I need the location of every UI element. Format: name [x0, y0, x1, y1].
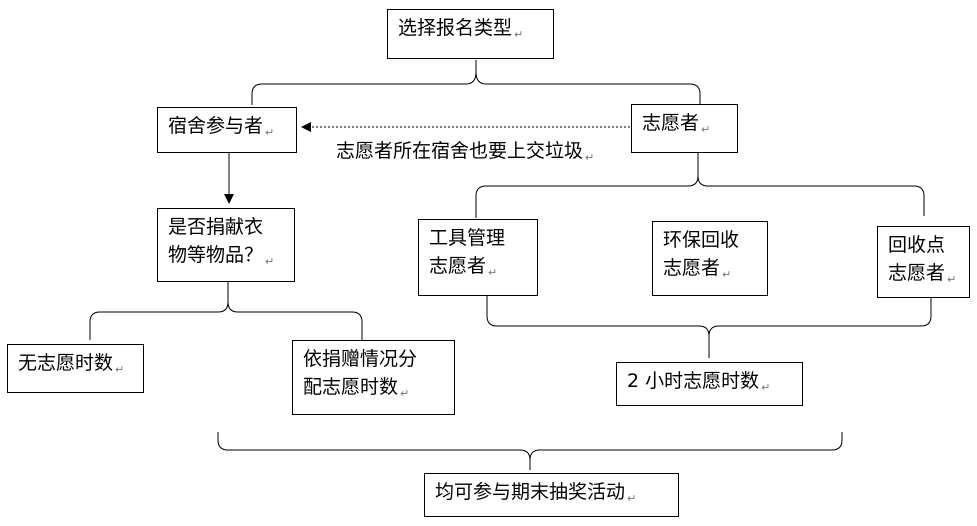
- lottery-node: 均可参与期末抽奖活动↵: [424, 473, 679, 517]
- two-hours-text: 2 小时志愿时数: [627, 370, 760, 392]
- select-type-text: 选择报名类型: [398, 17, 513, 39]
- lottery-text: 均可参与期末抽奖活动: [435, 481, 626, 503]
- donate-question-line-2: 物等物品？: [168, 244, 264, 266]
- brace-top: [251, 60, 701, 105]
- paragraph-mark-icon: ↵: [585, 151, 595, 164]
- eco-volunteer-node: 环保回收 志愿者↵: [652, 221, 768, 296]
- paragraph-mark-icon: ↵: [514, 28, 524, 41]
- edge-label-text: 志愿者所在宿舍也要上交垃圾: [336, 140, 584, 162]
- paragraph-mark-icon: ↵: [761, 381, 771, 394]
- paragraph-mark-icon: ↵: [265, 126, 275, 139]
- tool-volunteer-line-2: 志愿者: [429, 255, 487, 277]
- paragraph-mark-icon: ↵: [115, 363, 125, 376]
- recycle-volunteer-node: 回收点 志愿者↵: [877, 226, 970, 298]
- hours-by-donation-node: 依捐赠情况分 配志愿时数↵: [292, 340, 455, 415]
- donate-question-line-1: 是否捐献衣: [168, 216, 264, 238]
- paragraph-mark-icon: ↵: [400, 387, 410, 400]
- brace-donate: [89, 282, 363, 340]
- paragraph-mark-icon: ↵: [947, 273, 957, 286]
- dorm-participant-text: 宿舍参与者: [168, 115, 264, 137]
- paragraph-mark-icon: ↵: [627, 492, 637, 505]
- recycle-volunteer-line-2: 志愿者: [888, 262, 946, 284]
- two-hours-node: 2 小时志愿时数↵: [616, 362, 803, 406]
- hours-by-donation-line-1: 依捐赠情况分: [303, 348, 418, 370]
- paragraph-mark-icon: ↵: [701, 123, 711, 136]
- brace-volunteer: [475, 152, 925, 218]
- eco-volunteer-line-1: 环保回收: [663, 229, 740, 251]
- paragraph-mark-icon: ↵: [265, 255, 275, 268]
- hours-by-donation-line-2: 配志愿时数: [303, 376, 399, 398]
- select-type-node: 选择报名类型↵: [387, 9, 554, 59]
- tool-volunteer-line-1: 工具管理: [429, 227, 506, 249]
- volunteer-node: 志愿者↵: [631, 104, 738, 153]
- paragraph-mark-icon: ↵: [488, 266, 498, 279]
- dorm-participant-node: 宿舍参与者↵: [157, 107, 297, 153]
- eco-volunteer-line-2: 志愿者: [663, 257, 721, 279]
- paragraph-mark-icon: ↵: [722, 268, 732, 281]
- volunteer-text: 志愿者: [642, 112, 700, 134]
- recycle-volunteer-line-1: 回收点: [888, 234, 946, 256]
- brace-volunteer-types: [486, 296, 932, 358]
- brace-bottom: [217, 432, 843, 470]
- edge-label-volunteer-dorm: 志愿者所在宿舍也要上交垃圾↵: [336, 140, 594, 169]
- no-hours-node: 无志愿时数↵: [7, 344, 144, 393]
- donate-question-node: 是否捐献衣 物等物品？↵: [157, 208, 295, 282]
- no-hours-text: 无志愿时数: [18, 352, 114, 374]
- tool-volunteer-node: 工具管理 志愿者↵: [418, 219, 538, 296]
